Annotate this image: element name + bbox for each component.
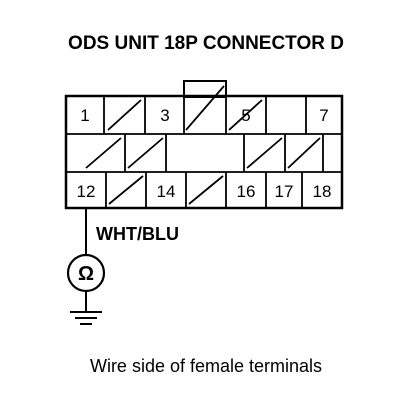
terminal-17: 17: [275, 182, 294, 201]
terminal-1: 1: [80, 106, 89, 125]
ground-icon: [70, 291, 102, 325]
ohmmeter: Ω: [66, 253, 106, 293]
terminal-16: 16: [237, 182, 256, 201]
terminal-18: 18: [313, 182, 332, 201]
connector-body: [64, 80, 344, 210]
terminal-5: 5: [241, 106, 250, 125]
wire-color-label: WHT/BLU: [96, 224, 179, 244]
terminal-labels: 1 3 5 7 12 14 16 17 18: [77, 106, 332, 201]
terminal-14: 14: [157, 182, 176, 201]
empty-cavity-marks: [85, 85, 321, 205]
diagram-title: ODS UNIT 18P CONNECTOR D: [68, 33, 344, 54]
terminal-7: 7: [319, 106, 328, 125]
connector-frame: [64, 94, 344, 210]
ohm-symbol: Ω: [78, 263, 94, 285]
locking-tab: [183, 80, 227, 98]
diagram-caption: Wire side of female terminals: [90, 356, 322, 376]
terminal-3: 3: [160, 106, 169, 125]
terminal-12: 12: [77, 182, 96, 201]
